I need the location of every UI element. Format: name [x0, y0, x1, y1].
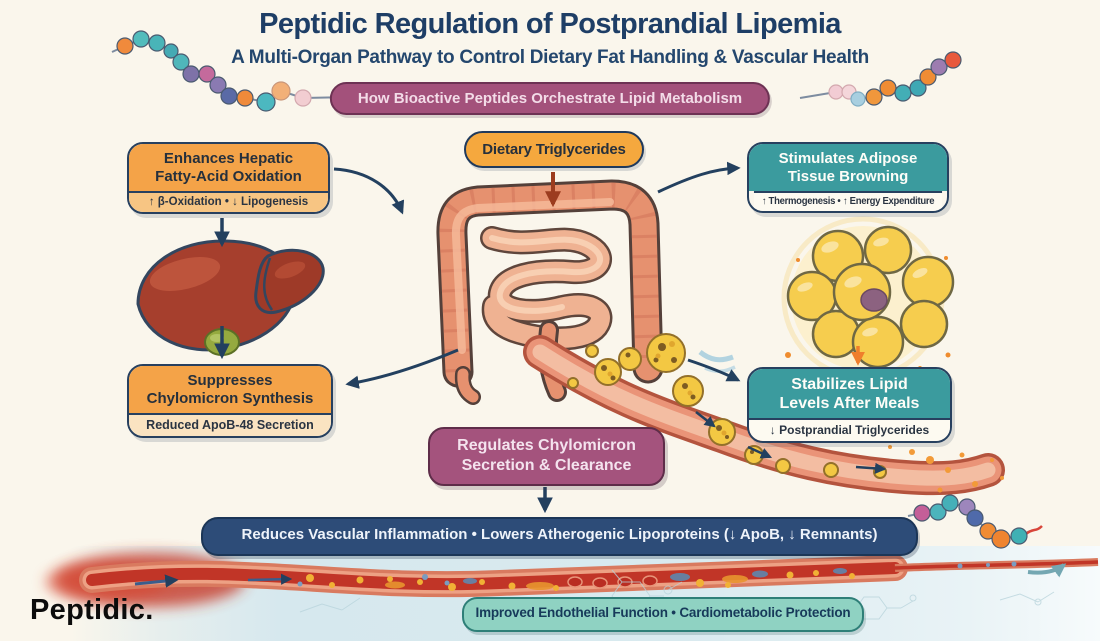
node-suppresses-chylomicron: Suppresses Chylomicron Synthesis Reduced…	[127, 364, 333, 438]
node-detail: ↓ Postprandial Triglycerides	[749, 418, 950, 442]
node-title-line: Suppresses	[187, 372, 273, 389]
node-title-line: Fatty-Acid Oxidation	[155, 168, 302, 185]
adipocyte-cluster-illustration	[781, 216, 955, 383]
node-title-line: Tissue Browning	[787, 168, 909, 185]
node-hepatic-oxidation: Enhances Hepatic Fatty-Acid Oxidation ↑ …	[127, 142, 330, 214]
node-dietary-triglycerides: Dietary Triglycerides	[464, 131, 644, 168]
node-stabilizes-lipids: Stabilizes Lipid Levels After Meals ↓ Po…	[747, 367, 952, 444]
liver-illustration	[136, 239, 325, 356]
node-title-line: Secretion & Clearance	[461, 457, 632, 474]
node-adipose-browning: Stimulates Adipose Tissue Browning ↑ The…	[747, 142, 949, 213]
node-title-line: Regulates Chylomicron	[457, 437, 636, 454]
outcome-endothelial-bar: Improved Endothelial Function • Cardiome…	[462, 597, 864, 632]
lipid-spray-dots	[888, 445, 1004, 493]
peptide-chain-topleft-icon	[111, 30, 353, 112]
node-title-line: Chylomicron Synthesis	[146, 390, 314, 407]
node-detail: ↑ Thermogenesis • ↑ Energy Expenditure	[753, 191, 943, 211]
page-subtitle: A Multi-Organ Pathway to Control Dietary…	[231, 47, 869, 68]
node-title-line: Stimulates Adipose	[778, 150, 918, 167]
outcome-vascular-bar: Reduces Vascular Inflammation • Lowers A…	[201, 517, 918, 556]
peptide-chain-bottomright-icon	[907, 494, 1043, 549]
splash-decoration	[698, 349, 736, 373]
node-title-line: Enhances Hepatic	[163, 150, 294, 167]
node-title-line: Stabilizes Lipid	[791, 376, 908, 393]
page-title: Peptidic Regulation of Postprandial Lipe…	[259, 8, 841, 40]
brand-logo: Peptidic.	[30, 594, 154, 626]
theme-badge: How Bioactive Peptides Orchestrate Lipid…	[329, 82, 771, 115]
node-detail: Reduced ApoB-48 Secretion	[129, 413, 331, 436]
node-regulates-clearance: Regulates Chylomicron Secretion & Cleara…	[428, 427, 665, 486]
intestine-illustration	[436, 179, 664, 405]
node-detail: ↑ β-Oxidation • ↓ Lipogenesis	[129, 191, 328, 212]
node-title-line: Levels After Meals	[779, 395, 920, 413]
